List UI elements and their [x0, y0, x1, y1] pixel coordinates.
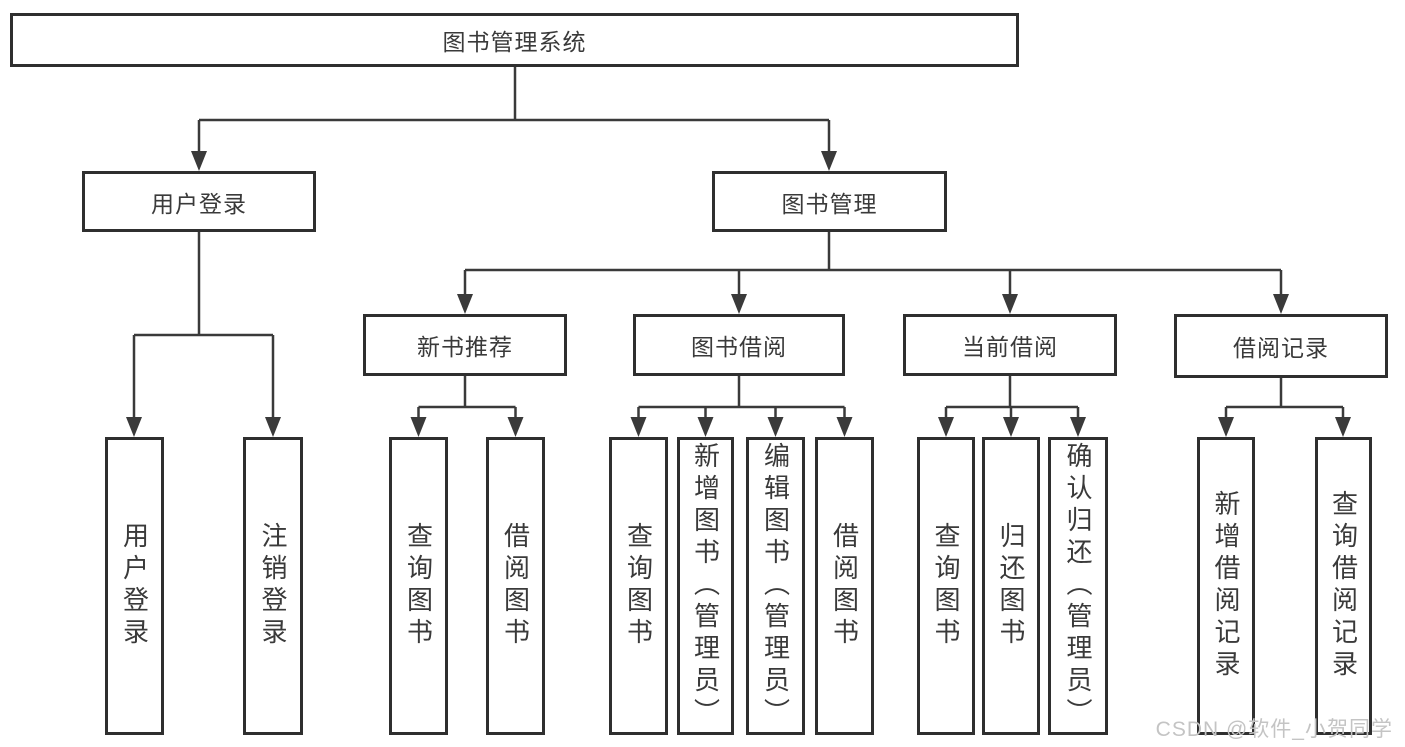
leaf-borrow-books-recommend: 借阅图书 [486, 437, 545, 735]
leaf-edit-books-admin: 编辑图书（管理员） [746, 437, 805, 735]
node-label: 新增图书（管理员） [690, 442, 721, 730]
leaf-logout: 注销登录 [243, 437, 303, 735]
node-label: 编辑图书（管理员） [760, 442, 791, 730]
node-label: 用户登录 [151, 190, 247, 217]
node-label: 查询图书 [931, 522, 961, 650]
leaf-query-books-recommend: 查询图书 [389, 437, 448, 735]
node-label: 归还图书 [996, 522, 1026, 650]
node-label: 查询借阅记录 [1328, 490, 1359, 682]
node-label: 借阅图书 [829, 522, 860, 650]
leaf-user-login: 用户登录 [105, 437, 164, 735]
leaf-borrow-books: 借阅图书 [815, 437, 874, 735]
node-label: 借阅记录 [1233, 335, 1329, 361]
node-label: 查询图书 [623, 522, 654, 650]
node-label: 确认归还（管理员） [1063, 442, 1093, 730]
node-book-management: 图书管理 [712, 171, 947, 232]
node-user-login: 用户登录 [82, 171, 316, 232]
leaf-return-books: 归还图书 [982, 437, 1040, 735]
leaf-add-books-admin: 新增图书（管理员） [677, 437, 734, 735]
node-label: 图书管理 [781, 190, 878, 217]
node-borrowing-records: 借阅记录 [1174, 314, 1388, 378]
csdn-watermark: CSDN @软件_小贺同学 [1155, 718, 1393, 741]
node-label: 注销登录 [258, 522, 288, 650]
node-current-borrowing: 当前借阅 [903, 314, 1117, 376]
node-label: 用户登录 [119, 522, 150, 650]
node-label: 新书推荐 [417, 334, 513, 360]
node-label: 图书借阅 [691, 334, 787, 360]
node-label: 图书管理系统 [442, 29, 587, 55]
leaf-query-borrow-record: 查询借阅记录 [1315, 437, 1372, 735]
node-label: 查询图书 [403, 522, 434, 650]
node-new-book-recommendation: 新书推荐 [363, 314, 567, 376]
node-label: 当前借阅 [962, 334, 1058, 360]
leaf-query-books-current: 查询图书 [917, 437, 975, 735]
node-label: 借阅图书 [500, 522, 531, 650]
node-library-management-system: 图书管理系统 [10, 13, 1019, 67]
leaf-confirm-return-admin: 确认归还（管理员） [1048, 437, 1108, 735]
leaf-add-borrow-record: 新增借阅记录 [1197, 437, 1255, 735]
node-book-borrowing: 图书借阅 [633, 314, 845, 376]
leaf-query-books-borrow: 查询图书 [609, 437, 668, 735]
node-label: 新增借阅记录 [1211, 490, 1241, 682]
